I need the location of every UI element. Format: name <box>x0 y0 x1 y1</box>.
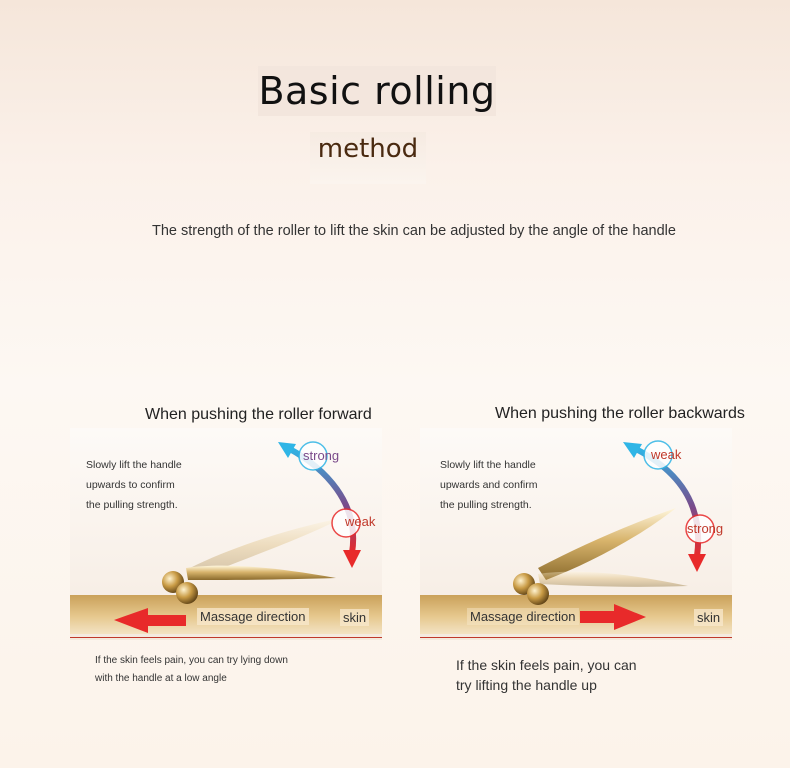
roller-handle <box>186 565 336 580</box>
weak-marker <box>331 508 361 538</box>
pain-note-line: If the skin feels pain, you can <box>456 657 637 673</box>
ghost-handle <box>538 571 688 587</box>
panel-forward-note-line: upwards to confirm <box>86 479 175 491</box>
panel-backward-note-line: the pulling strength. <box>440 499 532 511</box>
weak-label: weak <box>345 514 376 529</box>
arrow-head-bottom <box>688 554 706 572</box>
massage-direction-arrow <box>114 608 186 633</box>
panel-backward-note-line: Slowly lift the handle <box>440 459 536 471</box>
page-title: Basic rolling <box>258 69 496 113</box>
arrow-head-top <box>623 442 642 458</box>
skin-label: skin <box>694 609 724 626</box>
panel-backward-heading: When pushing the roller backwards <box>495 405 745 422</box>
weak-marker <box>643 440 673 470</box>
massage-direction-label: Massage direction <box>467 608 579 625</box>
page-subtitle: method <box>317 134 419 164</box>
strong-marker <box>685 514 715 544</box>
panel-backward-illustration <box>513 440 715 630</box>
panel-forward-note: Slowly lift the handle upwards to confir… <box>86 455 226 515</box>
roller-ball <box>527 583 549 605</box>
panel-backward-pain-note: If the skin feels pain, you can try lift… <box>456 655 637 695</box>
skin-label: skin <box>340 609 370 626</box>
panel-forward: Slowly lift the handle upwards to confir… <box>70 428 382 640</box>
roller-ball <box>176 582 198 604</box>
title-box: Basic rolling <box>258 66 496 116</box>
panel-backward-note-line: upwards and confirm <box>440 479 538 491</box>
strong-marker <box>298 441 328 471</box>
panel-forward-note-line: Slowly lift the handle <box>86 459 182 471</box>
arrow-head-bottom <box>343 550 361 568</box>
panel-forward-heading: When pushing the roller forward <box>145 406 372 423</box>
panel-forward-pain-note: If the skin feels pain, you can try lyin… <box>95 652 288 688</box>
massage-direction-arrow <box>580 604 646 630</box>
roller-handle <box>538 508 676 580</box>
panel-backward-note: Slowly lift the handle upwards and confi… <box>440 455 580 515</box>
skin-line <box>420 637 732 638</box>
panel-forward-illustration <box>114 441 361 633</box>
intro-text: The strength of the roller to lift the s… <box>152 223 676 239</box>
ghost-handle <box>190 518 342 578</box>
arrow-head-top <box>278 442 296 458</box>
pain-note-line: If the skin feels pain, you can try lyin… <box>95 655 288 666</box>
weak-label: weak <box>651 447 682 462</box>
skin-line <box>70 637 382 638</box>
panel-backward: Slowly lift the handle upwards and confi… <box>420 428 732 640</box>
massage-direction-label: Massage direction <box>197 608 309 625</box>
subtitle-box: method <box>310 132 426 184</box>
strong-label: strong <box>303 448 340 463</box>
pain-note-line: try lifting the handle up <box>456 677 597 693</box>
pain-note-line: with the handle at a low angle <box>95 673 227 684</box>
strong-label: strong <box>687 521 724 536</box>
panel-forward-note-line: the pulling strength. <box>86 499 178 511</box>
skin-strip <box>420 595 732 634</box>
